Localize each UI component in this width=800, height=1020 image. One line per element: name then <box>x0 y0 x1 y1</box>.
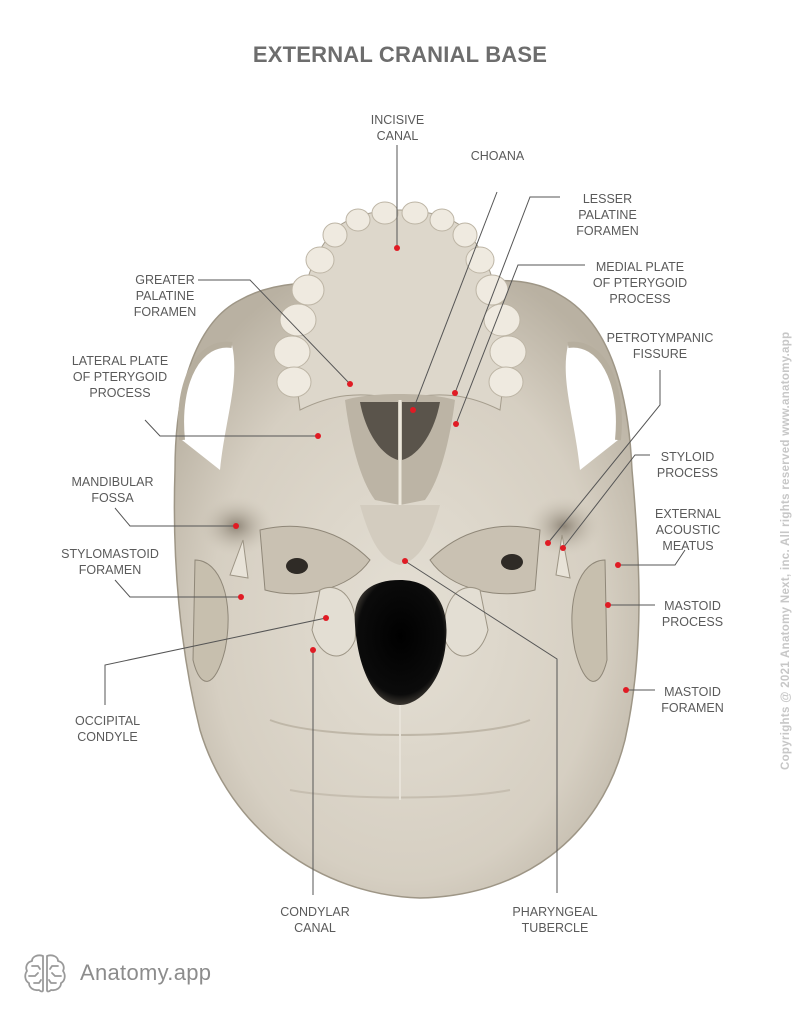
label-lateral-plate: LATERAL PLATE OF PTERYGOID PROCESS <box>71 354 169 400</box>
page-title: EXTERNAL CRANIAL BASE <box>252 42 548 67</box>
label-mastoid-foramen: MASTOID FORAMEN <box>661 685 724 715</box>
label-external-acoustic-meatus: EXTERNAL ACOUSTIC MEATUS <box>655 507 721 553</box>
label-greater-palatine-foramen: GREATER PALATINE FORAMEN <box>133 273 197 319</box>
brain-icon <box>24 954 66 993</box>
label-mandibular-fossa: MANDIBULAR FOSSA <box>71 475 154 505</box>
label-styloid-process: STYLOID PROCESS <box>656 450 719 480</box>
label-condylar-canal: CONDYLAR CANAL <box>280 905 350 935</box>
brand-name: Anatomy.app <box>80 960 212 985</box>
label-mastoid-process: MASTOID PROCESS <box>661 599 724 629</box>
brand-logo[interactable]: Anatomy.app <box>22 952 211 994</box>
label-stylomastoid-foramen: STYLOMASTOID FORAMEN <box>61 547 159 577</box>
label-pharyngeal-tubercle: PHARYNGEAL TUBERCLE <box>512 905 598 935</box>
label-occipital-condyle: OCCIPITAL CONDYLE <box>74 714 141 744</box>
teeth <box>273 201 527 398</box>
leader-lines <box>104 145 686 895</box>
label-incisive-canal: INCISIVE CANAL <box>370 113 425 143</box>
label-medial-plate: MEDIAL PLATE OF PTERYGOID PROCESS <box>592 260 688 306</box>
label-choana: CHOANA <box>470 149 525 163</box>
label-petrotympanic-fissure: PETROTYMPANIC FISSURE <box>606 331 714 361</box>
copyright-notice: Copyrights @ 2021 Anatomy Next, inc. All… <box>780 331 792 770</box>
label-lesser-palatine-foramen: LESSER PALATINE FORAMEN <box>576 192 639 238</box>
marker-dots <box>233 245 629 693</box>
foramen-magnum <box>354 580 447 705</box>
